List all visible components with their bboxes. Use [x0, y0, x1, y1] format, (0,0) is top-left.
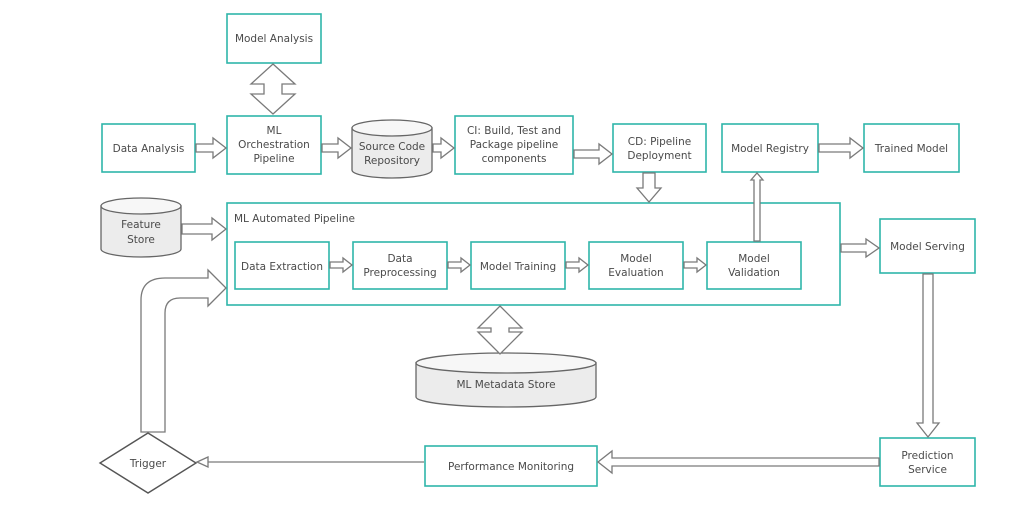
- arrow-data-analysis-to-orchestration: [195, 136, 228, 160]
- node-data-preprocessing-label-2: Preprocessing: [363, 267, 436, 279]
- arrow-model-analysis-orchestration: [249, 63, 297, 115]
- node-model-serving-label: Model Serving: [890, 241, 965, 253]
- arrow-extraction-to-preprocessing: [329, 256, 354, 274]
- arrow-pipeline-to-serving: [840, 237, 881, 259]
- node-data-analysis[interactable]: Data Analysis: [101, 123, 196, 173]
- node-model-validation-label-1: Model: [738, 253, 770, 265]
- arrow-cd-to-automated-pipeline: [635, 172, 663, 203]
- arrow-serving-to-prediction: [915, 273, 941, 439]
- arrow-preprocessing-to-training: [447, 256, 472, 274]
- node-ml-orchestration-pipeline[interactable]: ML Orchestration Pipeline: [226, 115, 322, 175]
- node-feature-store[interactable]: Feature Store: [100, 197, 182, 258]
- arrow-training-to-evaluation: [565, 256, 590, 274]
- node-model-evaluation-label-1: Model: [620, 253, 652, 265]
- node-model-validation-label-2: Validation: [728, 267, 780, 279]
- node-model-training-label: Model Training: [480, 261, 556, 273]
- node-performance-monitoring[interactable]: Performance Monitoring: [424, 445, 598, 487]
- arrow-feature-store-to-pipeline: [181, 216, 228, 242]
- node-ml-metadata-label: ML Metadata Store: [456, 379, 555, 391]
- node-feature-store-label-1: Feature: [121, 219, 161, 231]
- arrow-repository-to-ci: [432, 136, 456, 160]
- node-model-analysis-label: Model Analysis: [235, 33, 313, 45]
- node-ml-orchestration-label-1: ML: [267, 125, 282, 137]
- node-feature-store-label-2: Store: [127, 234, 155, 246]
- node-data-analysis-label: Data Analysis: [113, 143, 185, 155]
- node-ml-metadata-store[interactable]: ML Metadata Store: [415, 352, 597, 408]
- arrow-registry-to-trained-model: [818, 136, 865, 160]
- node-trigger[interactable]: Trigger: [98, 432, 198, 494]
- node-trained-model[interactable]: Trained Model: [863, 123, 960, 173]
- arrow-validation-to-registry: [749, 172, 765, 242]
- arrow-monitoring-to-trigger: [195, 455, 424, 469]
- node-trained-model-label: Trained Model: [874, 143, 948, 155]
- node-ci-label-3: components: [482, 153, 547, 165]
- node-model-serving[interactable]: Model Serving: [879, 218, 976, 274]
- node-ml-orchestration-label-3: Pipeline: [253, 153, 294, 165]
- arrow-trigger-to-pipeline: [140, 268, 227, 433]
- node-data-extraction[interactable]: Data Extraction: [234, 241, 330, 290]
- node-ml-orchestration-label-2: Orchestration: [238, 139, 310, 151]
- node-ci-build-test-package[interactable]: CI: Build, Test and Package pipeline com…: [454, 115, 574, 175]
- node-source-code-label-1: Source Code: [359, 141, 425, 153]
- node-model-analysis[interactable]: Model Analysis: [226, 13, 322, 64]
- node-data-extraction-label: Data Extraction: [241, 261, 323, 273]
- arrow-orchestration-to-repository: [321, 136, 353, 160]
- node-model-registry-label: Model Registry: [731, 143, 809, 155]
- node-ml-automated-pipeline-label: ML Automated Pipeline: [234, 213, 355, 225]
- node-model-registry[interactable]: Model Registry: [721, 123, 819, 173]
- node-data-preprocessing[interactable]: Data Preprocessing: [352, 241, 448, 290]
- node-source-code-repository[interactable]: Source Code Repository: [351, 119, 433, 179]
- node-prediction-service-label-2: Service: [908, 464, 947, 476]
- node-source-code-label-2: Repository: [364, 155, 420, 167]
- node-prediction-service[interactable]: Prediction Service: [879, 437, 976, 487]
- arrow-ci-to-cd: [573, 142, 614, 166]
- node-model-validation[interactable]: Model Validation: [706, 241, 802, 290]
- node-data-preprocessing-label-1: Data: [387, 253, 412, 265]
- node-cd-pipeline-deployment[interactable]: CD: Pipeline Deployment: [612, 123, 707, 173]
- node-model-evaluation[interactable]: Model Evaluation: [588, 241, 684, 290]
- node-performance-monitoring-label: Performance Monitoring: [448, 461, 574, 473]
- node-ci-label-2: Package pipeline: [470, 139, 559, 151]
- arrow-prediction-to-monitoring: [596, 449, 880, 475]
- node-cd-label-2: Deployment: [627, 150, 691, 162]
- arrow-pipeline-metadata-store: [476, 305, 524, 355]
- node-model-training[interactable]: Model Training: [470, 241, 566, 290]
- node-cd-label-1: CD: Pipeline: [628, 136, 691, 148]
- arrow-evaluation-to-validation: [683, 256, 708, 274]
- node-model-evaluation-label-2: Evaluation: [608, 267, 663, 279]
- node-prediction-service-label-1: Prediction: [901, 450, 953, 462]
- node-ci-label-1: CI: Build, Test and: [467, 125, 561, 137]
- node-trigger-label: Trigger: [129, 458, 167, 470]
